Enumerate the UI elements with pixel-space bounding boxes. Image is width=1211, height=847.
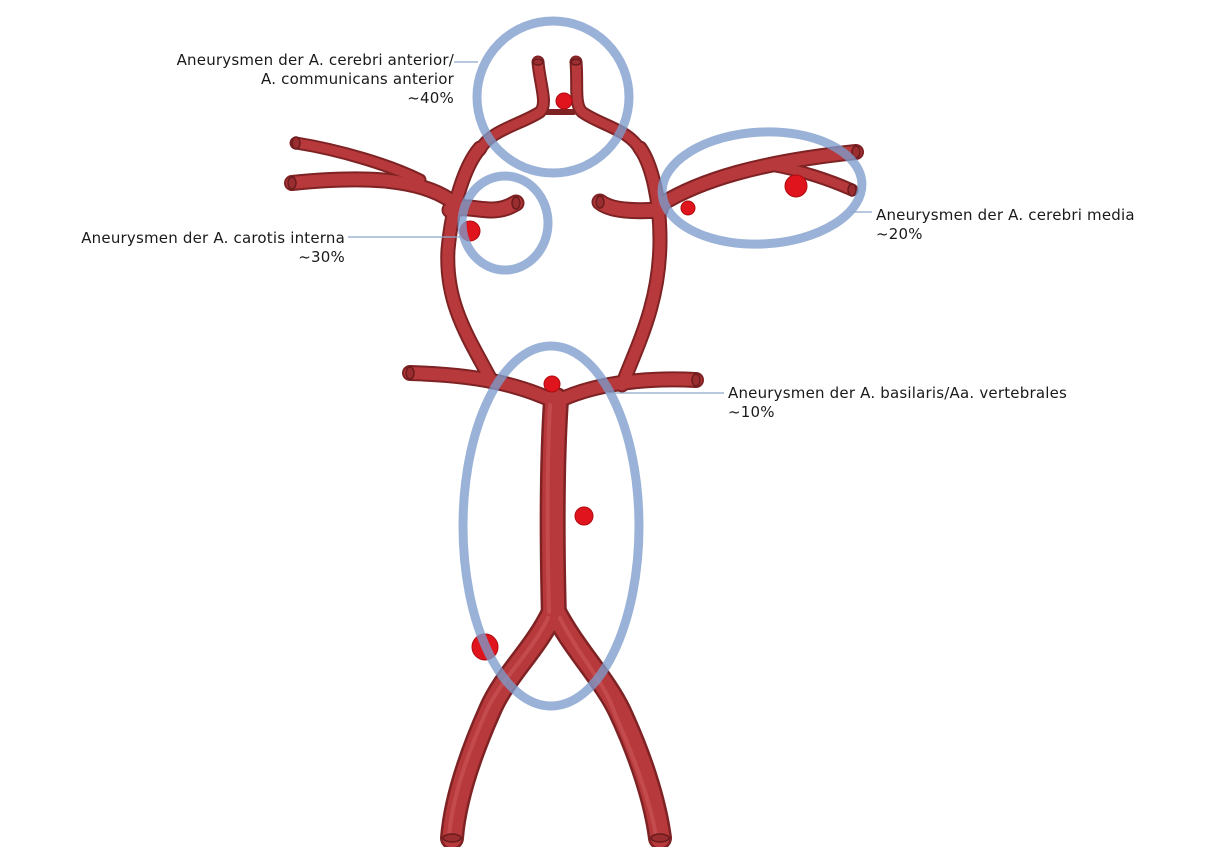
arteries (288, 59, 860, 842)
label-aca-line1: Aneurysmen der A. cerebri anterior/ (177, 51, 454, 69)
label-ica: Aneurysmen der A. carotis interna ~30% (81, 229, 345, 267)
leader-lines (348, 62, 872, 393)
label-aca-percent: ~40% (177, 89, 454, 108)
ring-aca-acom (477, 21, 629, 173)
vessel-end-aca-left (533, 59, 543, 65)
vessel-end-mca-left-lower (288, 177, 296, 189)
label-aca-line2: A. communicans anterior (261, 70, 454, 88)
vessel-end-vertebral-left (443, 834, 461, 842)
vessel-end-vertebral-right (651, 834, 669, 842)
aneurysm-mca-small (681, 201, 695, 215)
vessel-end-mca-right-lower (848, 184, 856, 196)
vessel-end-mca-left-upper (292, 137, 300, 149)
label-mca-percent: ~20% (876, 225, 1135, 244)
label-mca: Aneurysmen der A. cerebri media ~20% (876, 206, 1135, 244)
label-basilar: Aneurysmen der A. basilaris/Aa. vertebra… (728, 384, 1067, 422)
aneurysm-basilar-tip (544, 376, 560, 392)
vessel-end-pca-right (692, 374, 700, 386)
label-aca: Aneurysmen der A. cerebri anterior/ A. c… (177, 51, 454, 108)
label-ica-line1: Aneurysmen der A. carotis interna (81, 229, 345, 247)
vessel-end-ica-right (596, 196, 604, 208)
vessel-end-ica-left (512, 197, 520, 209)
label-mca-line1: Aneurysmen der A. cerebri media (876, 206, 1135, 224)
label-ica-percent: ~30% (81, 248, 345, 267)
aneurysm-basilar-trunk (575, 507, 593, 525)
vessel-end-pca-left (406, 367, 414, 379)
label-basilar-percent: ~10% (728, 403, 1067, 422)
label-basilar-line1: Aneurysmen der A. basilaris/Aa. vertebra… (728, 384, 1067, 402)
aneurysm-mca-large (785, 175, 807, 197)
aneurysm-acom (556, 93, 572, 109)
vessel-end-aca-right (571, 59, 581, 65)
